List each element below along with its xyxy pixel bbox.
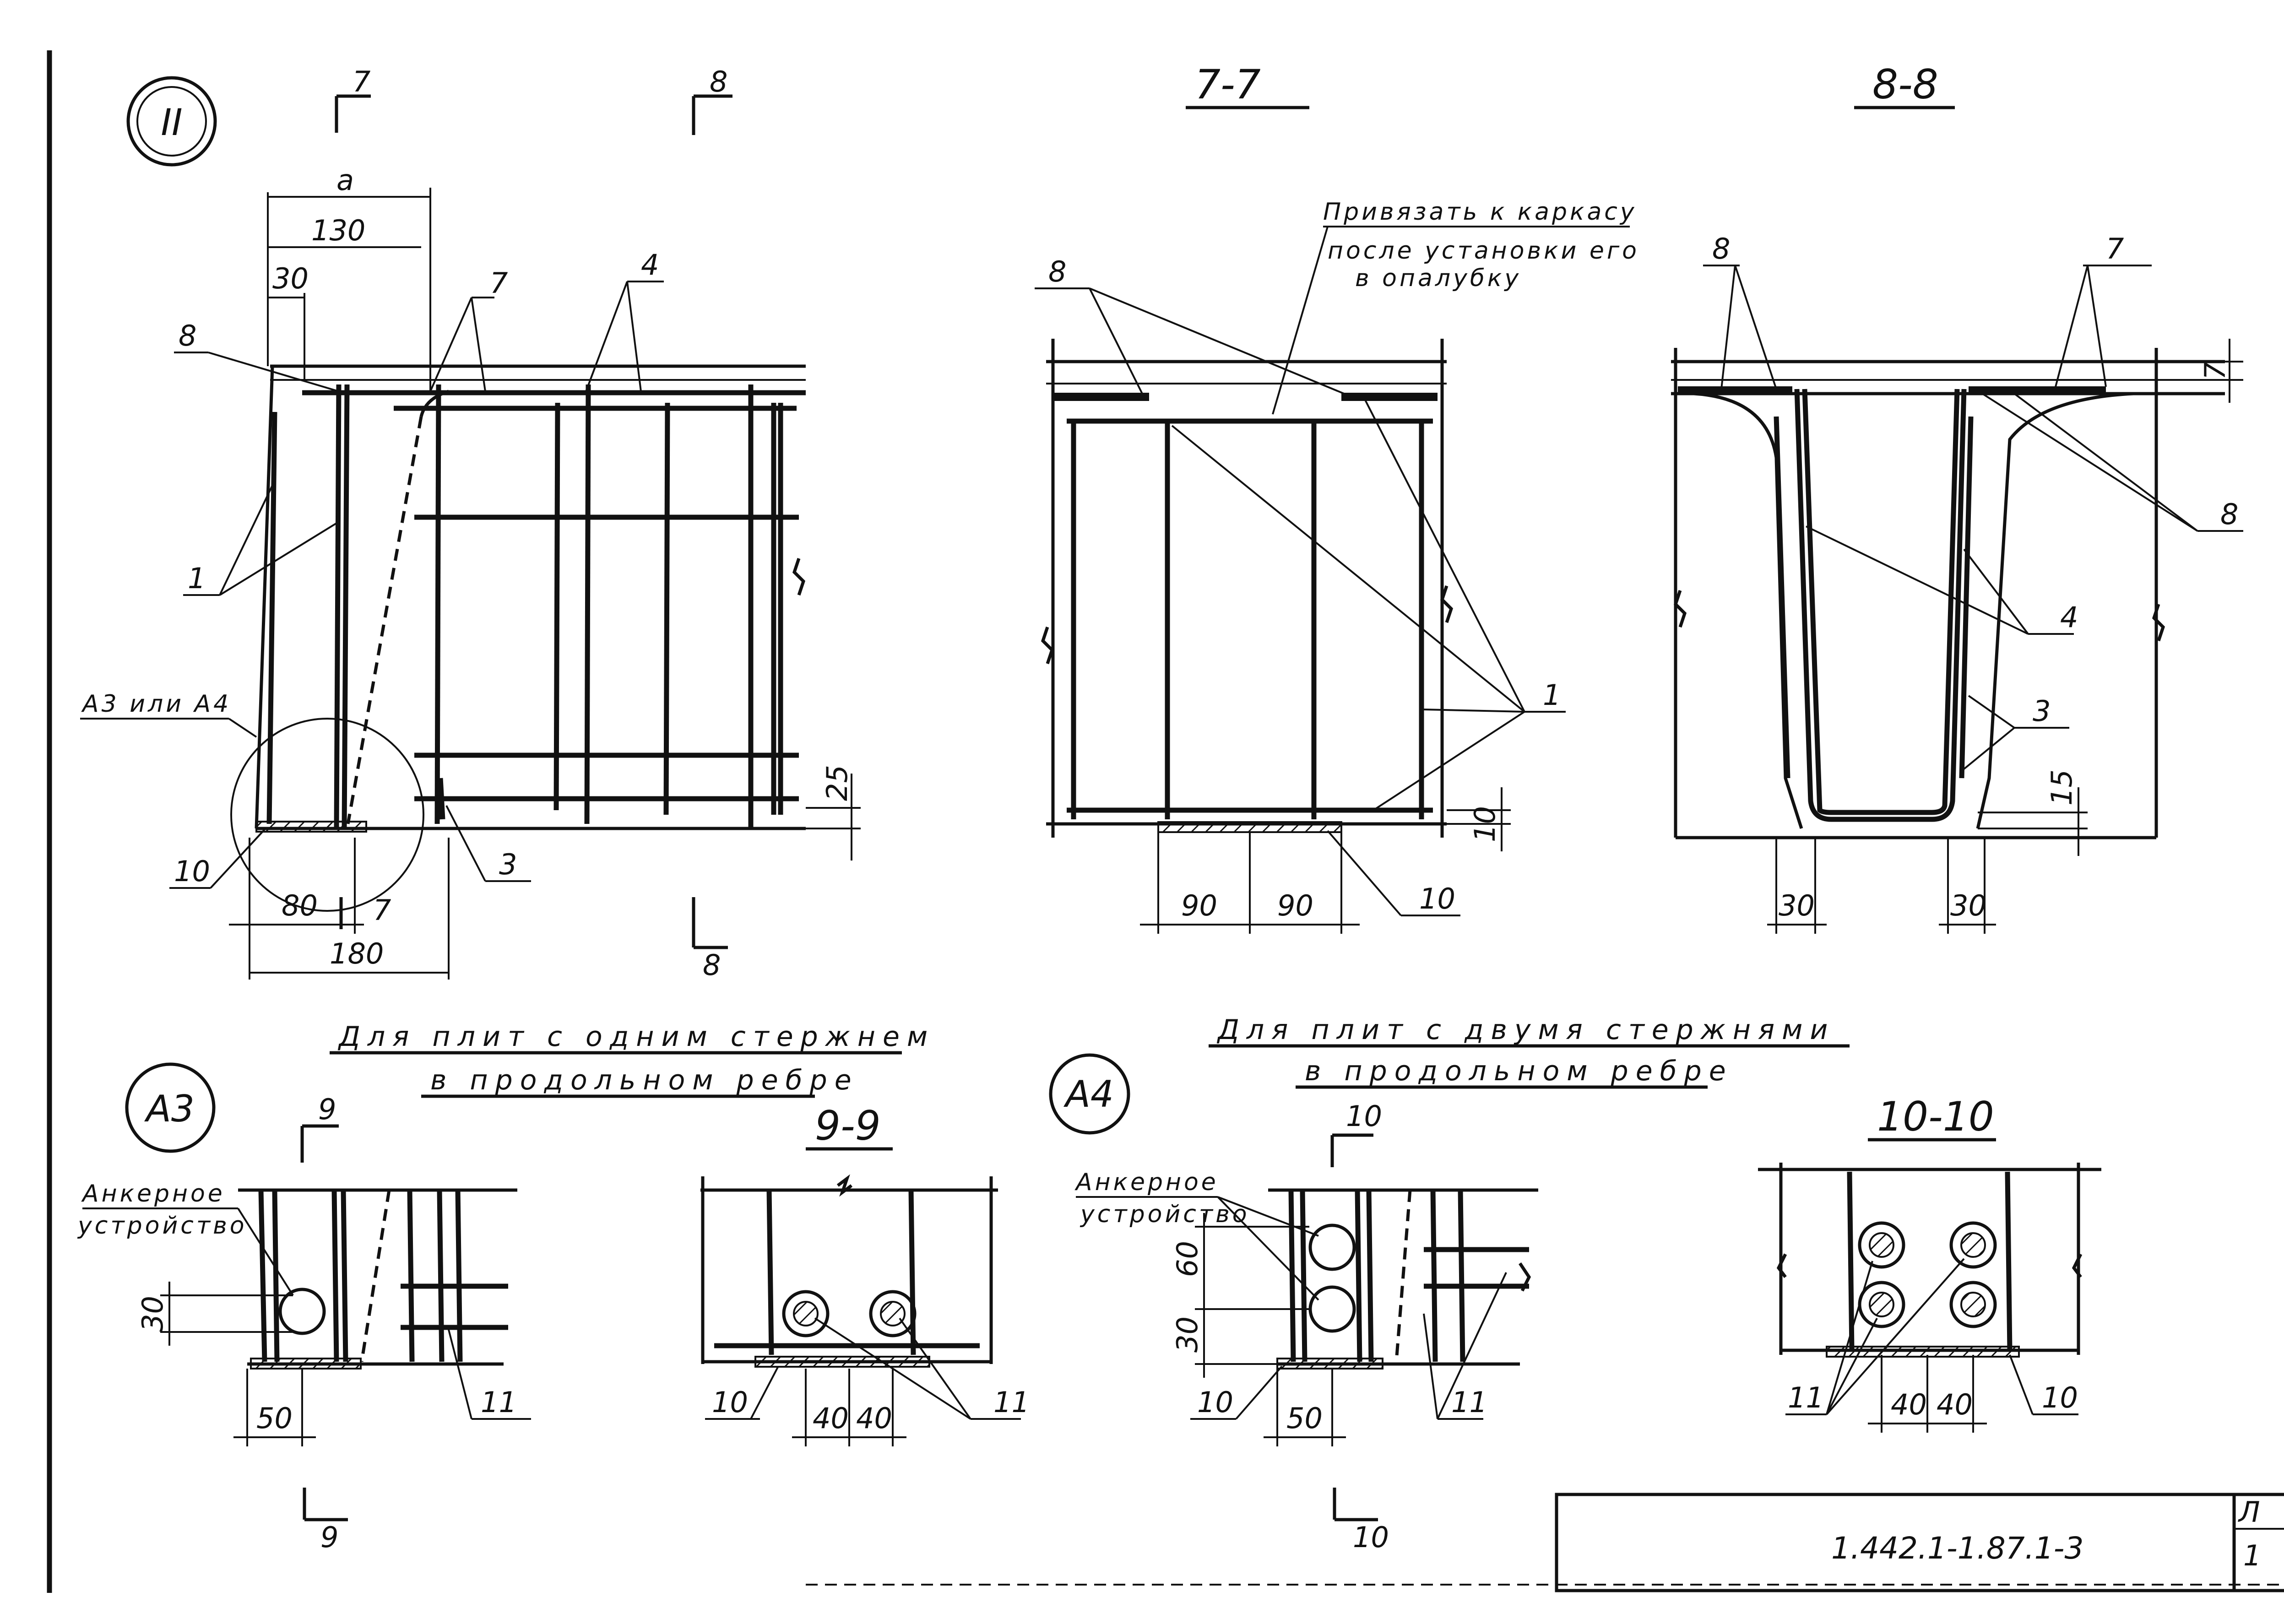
section-9-9-title: 9-9 [815, 1102, 881, 1149]
section-10-10-title: 10-10 [1877, 1093, 1994, 1140]
detail-a4: А4 10 10 Анкерное устройство 60 30 [1049, 1053, 1538, 1554]
detail-ii-mark-circle [126, 76, 217, 167]
s9-pos-11: 11 [993, 1386, 1030, 1419]
section-7-7: 7-7 Привязать к каркасу после установки … [1035, 61, 1639, 934]
s10-pos-10: 10 [2042, 1381, 2078, 1414]
s7-dim-10: 10 [1468, 806, 1502, 842]
detail-a3: А3 9 9 Анкерное устройство 30 50 [77, 1062, 531, 1554]
title-block-sheet-fragment-top: Л [2238, 1495, 2260, 1529]
cut-9-top: 9 [318, 1093, 336, 1126]
a4-anchor-line2: устройство [1080, 1201, 1250, 1228]
main-pos-4: 4 [641, 248, 659, 281]
s8-pos-4: 4 [2060, 601, 2078, 634]
s7-pos-1: 1 [1543, 678, 1561, 712]
section-8-8: 8-8 8 7 8 [1671, 61, 2243, 934]
detail-a4-mark-circle [1049, 1053, 1130, 1135]
heading-one-bar-line1: Для плит с одним стержнем [337, 1021, 935, 1053]
s8-dim-7: 7 [2198, 362, 2232, 380]
heading-one-bar-line2: в продольном ребре [430, 1064, 859, 1096]
s7-dim-90b: 90 [1277, 889, 1313, 922]
weld-note-line1: Привязать к каркасу [1323, 198, 1637, 226]
ref-detail-note: А3 или А4 [81, 690, 231, 718]
detail-a4-mark: А4 [1063, 1073, 1114, 1115]
main-pos-8: 8 [179, 319, 196, 352]
main-pos-3: 3 [499, 848, 517, 881]
s7-dim-90a: 90 [1181, 889, 1217, 922]
s8-pos-8-right: 8 [2220, 498, 2238, 531]
dim-80: 80 [282, 889, 318, 922]
section-7-7-title: 7-7 [1195, 61, 1261, 108]
s9-pos-10: 10 [712, 1386, 748, 1419]
s9-dim-40b: 40 [856, 1402, 892, 1435]
s8-pos-7: 7 [2106, 232, 2124, 265]
main-pos-1: 1 [188, 562, 206, 595]
cut-10-bottom: 10 [1353, 1521, 1389, 1554]
a3-anchor-line1: Анкерное [81, 1180, 225, 1207]
s9-dim-40a: 40 [813, 1402, 849, 1435]
dim-a: a [336, 163, 354, 197]
a3-pos-11: 11 [481, 1386, 517, 1419]
a4-dim-60: 60 [1171, 1241, 1204, 1277]
heading-two-bar-line1: Для плит с двумя стержнями [1216, 1014, 1835, 1046]
detail-a3-mark-circle [125, 1062, 216, 1153]
a4-anchor-line1: Анкерное [1074, 1169, 1219, 1196]
dim-25: 25 [820, 765, 854, 801]
weld-note-line3: в опалубку [1355, 265, 1521, 292]
heading-two-bar-line2: в продольном ребре [1305, 1055, 1733, 1087]
detail-ii-mark: II [161, 101, 182, 144]
main-pos-7: 7 [490, 266, 508, 300]
detail-ii-view: II 7 8 8 [80, 65, 861, 982]
s7-pos-8: 8 [1048, 255, 1066, 288]
title-block-sheet-fragment-bottom: 1 [2243, 1539, 2261, 1572]
section-9-9: 9-9 10 11 40 40 [700, 1102, 1030, 1446]
a3-dim-30: 30 [136, 1296, 169, 1332]
cut-9-bottom: 9 [320, 1521, 338, 1554]
detail-callout-circle [230, 718, 424, 912]
s10-dim-40b: 40 [1937, 1388, 1973, 1421]
dim-180: 180 [330, 937, 384, 970]
s8-pos-8-top: 8 [1712, 232, 1730, 265]
a4-pos-11: 11 [1451, 1386, 1487, 1419]
weld-note-line2: после установки его [1328, 237, 1639, 265]
detail-ii-mark-inner [136, 86, 207, 157]
section-8-8-title: 8-8 [1872, 61, 1938, 108]
cut-8-top: 8 [710, 65, 727, 98]
s8-pos-3: 3 [2033, 694, 2051, 728]
cut-7-bottom: 7 [373, 893, 391, 927]
s10-pos-11: 11 [1788, 1381, 1824, 1414]
cut-10-top: 10 [1346, 1099, 1382, 1133]
s8-dim-15: 15 [2045, 769, 2078, 806]
dim-30: 30 [272, 262, 309, 295]
a4-dim-50: 50 [1286, 1402, 1323, 1435]
main-pos-10: 10 [174, 855, 210, 888]
s7-pos-10: 10 [1419, 882, 1455, 915]
cut-8-bottom: 8 [703, 948, 721, 982]
s8-dim-30-right: 30 [1950, 889, 1986, 922]
a3-anchor-line2: устройство [77, 1212, 247, 1240]
a3-dim-50: 50 [256, 1402, 293, 1435]
title-block-code: 1.442.1-1.87.1-3 [1831, 1531, 2083, 1566]
a4-dim-30: 30 [1171, 1316, 1204, 1353]
a4-pos-10: 10 [1197, 1386, 1233, 1419]
dim-130: 130 [311, 214, 365, 247]
section-10-10: 10-10 11 10 40 40 [1758, 1093, 2101, 1433]
title-block: 1.442.1-1.87.1-3 Л 1 [1555, 1493, 2284, 1592]
s8-dim-30-left: 30 [1779, 889, 1815, 922]
s10-dim-40a: 40 [1891, 1388, 1927, 1421]
cut-7-top: 7 [353, 65, 370, 98]
detail-a3-mark: А3 [144, 1088, 195, 1130]
